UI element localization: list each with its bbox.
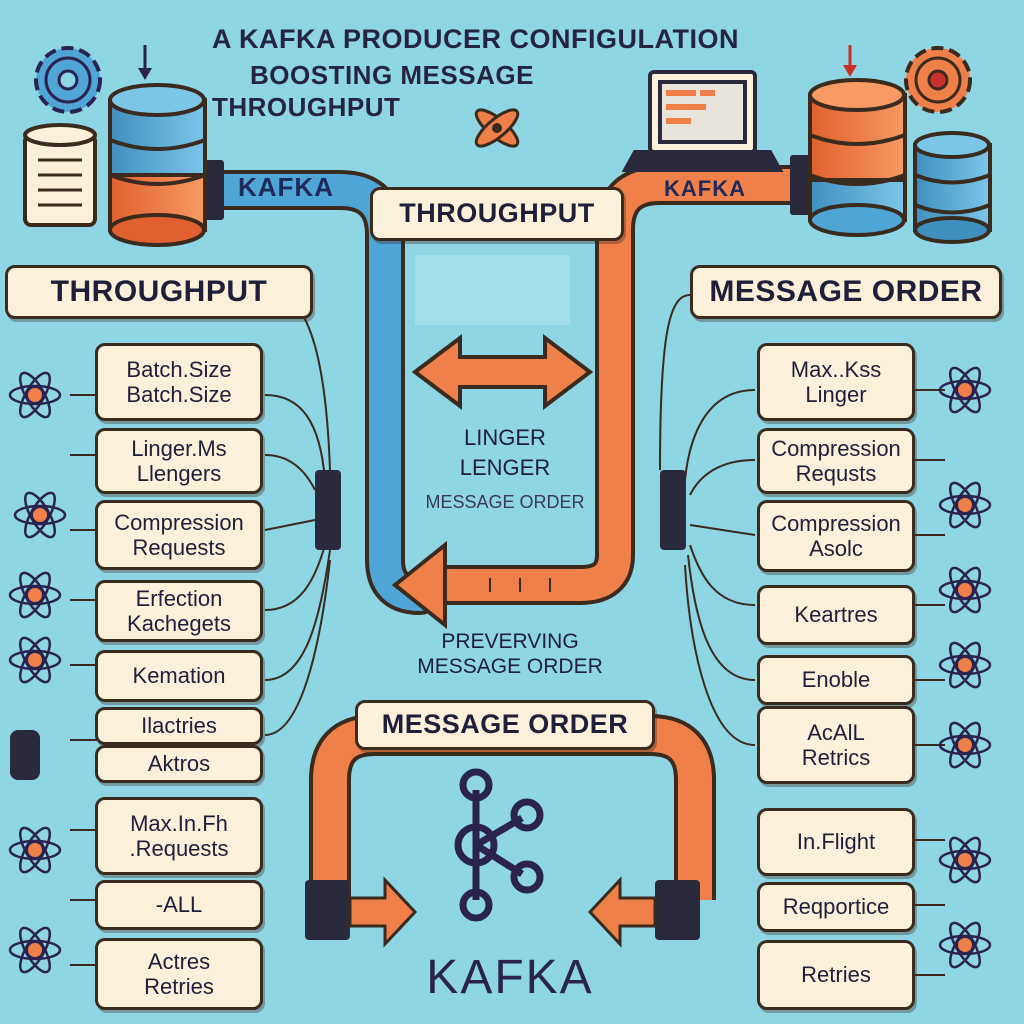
kafka-logo-icon xyxy=(454,768,544,922)
right-heading-label: MESSAGE ORDER xyxy=(709,274,983,308)
document-icon xyxy=(23,123,97,227)
right-item-card: Retries xyxy=(757,940,915,1010)
left-item-line2: Llengers xyxy=(136,461,222,486)
database-icon-left xyxy=(108,83,207,247)
throughput-center-label: THROUGHPUT xyxy=(399,198,595,229)
center-panel xyxy=(415,255,570,325)
left-item-line1: Batch.Size xyxy=(126,356,232,382)
left-item-line2: Kachegets xyxy=(127,611,231,636)
database-icon-small xyxy=(913,131,992,244)
right-item-line2: Linger xyxy=(805,382,867,407)
center-message-order: MESSAGE ORDER xyxy=(425,492,585,512)
right-item-card: Enoble xyxy=(757,655,915,705)
right-panel-heading: MESSAGE ORDER xyxy=(690,265,1002,319)
double-arrow xyxy=(411,333,594,411)
center-linger-2: LENGER xyxy=(459,455,551,480)
right-item-card: In.Flight xyxy=(757,808,915,876)
left-item-line1: Kemation xyxy=(132,663,226,689)
header-subtitle-line1: BOOSTING MESSAGE xyxy=(250,60,534,90)
left-item-line2: Batch.Size xyxy=(126,382,232,407)
atom-icon xyxy=(938,721,992,769)
pipe-clamps xyxy=(10,155,812,780)
right-item-card: Keartres xyxy=(757,585,915,645)
center-linger-1: LINGER xyxy=(464,425,546,450)
right-item-line2: Asolc xyxy=(809,536,863,561)
atom-icon xyxy=(13,491,67,539)
preserving-line1: PREVERVING xyxy=(441,630,579,653)
left-item-card: Aktros xyxy=(95,745,263,783)
left-heading-label: THROUGHPUT xyxy=(50,274,268,308)
left-item-line2: Requests xyxy=(132,535,226,560)
preserving-line2: MESSAGE ORDER xyxy=(417,655,603,678)
laptop-icon xyxy=(621,70,784,172)
right-kafka-label: KAFKA xyxy=(664,176,746,201)
database-icon-right xyxy=(808,78,907,237)
kafka-logo-text: KAFKA xyxy=(426,951,594,1004)
left-item-line1: Erfection xyxy=(135,585,223,611)
left-panel-heading: THROUGHPUT xyxy=(5,265,313,319)
gear-icon-right xyxy=(904,46,972,114)
right-item-line1: Keartres xyxy=(794,602,878,628)
left-item-card: Ilactries xyxy=(95,707,263,745)
left-item-line1: Actres xyxy=(147,948,211,974)
left-item-line1: Aktros xyxy=(147,751,211,777)
right-item-line1: Compression xyxy=(771,435,901,461)
right-item-line1: Max..Kss xyxy=(790,356,882,382)
message-order-box: MESSAGE ORDER xyxy=(355,700,655,750)
gear-icon-left xyxy=(34,46,102,114)
atom-icon xyxy=(8,826,62,874)
right-item-line2: Retrics xyxy=(801,745,871,770)
left-item-line1: Max.In.Fh xyxy=(130,810,228,836)
atom-icon xyxy=(8,926,62,974)
atom-icon-top xyxy=(474,108,520,148)
atom-icon xyxy=(938,481,992,529)
left-item-line1: -ALL xyxy=(155,892,203,918)
left-item-line2: .Requests xyxy=(129,836,229,861)
right-item-line1: Compression xyxy=(771,510,901,536)
right-item-card: Reqportice xyxy=(757,882,915,932)
right-item-line1: AcAlL xyxy=(807,719,865,745)
right-item-line1: Enoble xyxy=(801,667,871,693)
left-item-card: -ALL xyxy=(95,880,263,930)
left-kafka-label: KAFKA xyxy=(238,172,334,202)
left-item-line1: Compression xyxy=(114,509,244,535)
left-item-card: Kemation xyxy=(95,650,263,702)
right-item-line1: In.Flight xyxy=(796,829,876,855)
throughput-center-box: THROUGHPUT xyxy=(370,187,624,241)
atom-icon xyxy=(938,836,992,884)
atom-icon xyxy=(8,636,62,684)
right-item-line1: Reqportice xyxy=(782,894,890,920)
header-subtitle-line2: THROUGHPUT xyxy=(212,92,401,122)
message-order-box-label: MESSAGE ORDER xyxy=(381,709,629,740)
right-item-line2: Requsts xyxy=(795,461,877,486)
atom-icon xyxy=(8,371,62,419)
left-item-line1: Linger.Ms xyxy=(131,435,227,461)
atom-icon xyxy=(938,921,992,969)
header-title: A KAFKA PRODUCER CONFIGULATION xyxy=(212,24,739,54)
left-item-line2: Retries xyxy=(144,974,214,999)
atom-icon xyxy=(938,366,992,414)
atom-icon xyxy=(938,566,992,614)
atom-icon xyxy=(8,571,62,619)
bottom-orange-arc xyxy=(305,714,716,948)
left-item-card: Max.In.Fh.Requests xyxy=(95,797,263,875)
left-item-line1: Ilactries xyxy=(141,713,217,739)
atom-icon xyxy=(938,641,992,689)
right-item-line1: Retries xyxy=(801,962,871,988)
down-arrow-icons xyxy=(138,45,857,80)
